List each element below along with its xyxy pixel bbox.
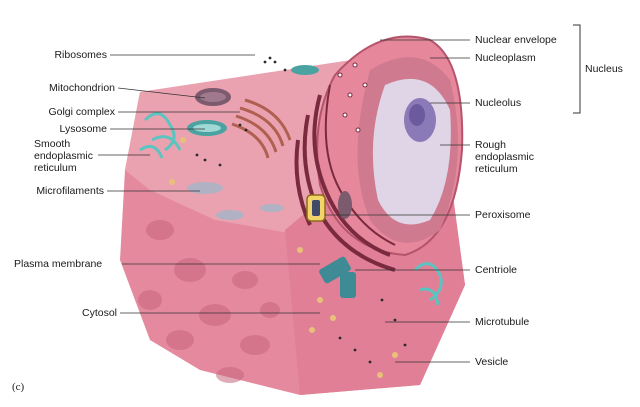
microfilaments-illustration [187,182,284,220]
label-lysosome: Lysosome [59,123,107,135]
label-plasma-membrane: Plasma membrane [14,258,103,270]
label-vesicle: Vesicle [475,356,509,368]
label-microtubule: Microtubule [475,316,530,328]
nucleus-illustration [316,35,464,257]
smooth-er-illustration [139,112,443,306]
centriole-illustration [319,256,356,298]
label-nucleus-group: Nucleus [585,63,623,75]
lysosome-illustration [187,65,319,136]
label-cytosol: Cytosol [81,307,117,319]
label-nucleoplasm: Nucleoplasm [475,52,536,64]
vesicle-dots [169,137,398,378]
peroxisome-illustration [306,194,326,222]
label-ribosomes: Ribosomes [54,49,107,61]
leader-lines [98,39,470,363]
label-peroxisome: Peroxisome [475,209,531,221]
label-golgi-complex: Golgi complex [48,106,115,118]
panel-letter: (c) [12,381,25,393]
label-nucleolus: Nucleolus [475,97,522,109]
cell-membrane-texture [138,220,280,383]
nucleus-bracket [573,24,581,114]
label-centriole: Centriole [475,264,518,276]
golgi-illustration [231,98,292,159]
label-smooth-er: Smooth endoplasmic reticulum [34,138,93,174]
mitochondrion-illustration [195,88,352,219]
label-nuclear-envelope: Nuclear envelope [475,34,557,46]
ribosome-dots [195,56,407,364]
label-microfilaments: Microfilaments [36,185,104,197]
label-rough-er: Rough endoplasmic reticulum [475,139,534,175]
label-mitochondrion: Mitochondrion [49,82,115,94]
